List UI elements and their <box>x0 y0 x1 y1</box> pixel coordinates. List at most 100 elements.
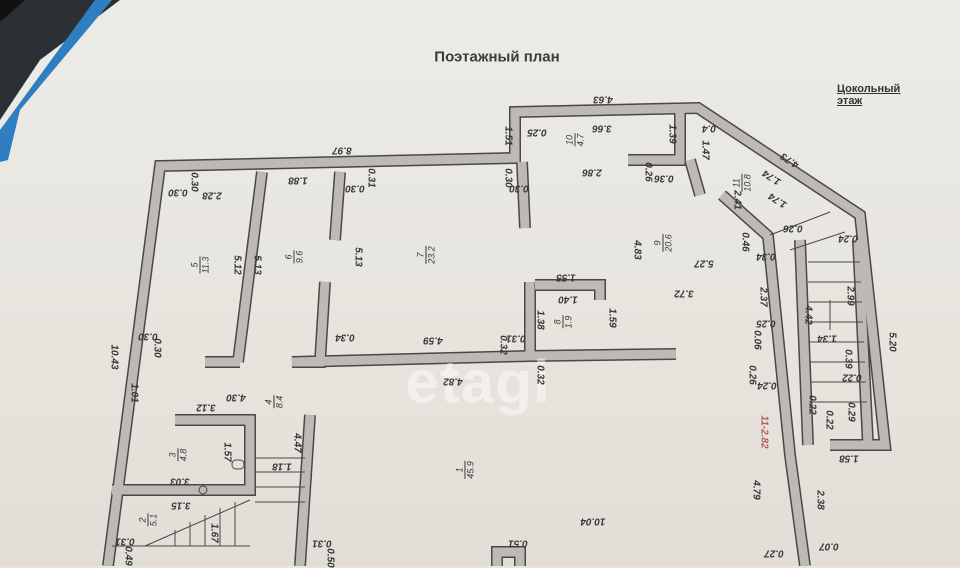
room-number: 8 <box>552 315 564 329</box>
dimension-label: 0.31 <box>365 168 377 188</box>
dimension-label: 0.22 <box>823 410 835 430</box>
dimension-label: 0.24 <box>757 379 777 391</box>
dimension-label: 0.36 <box>654 172 674 184</box>
dimension-label: 4.59 <box>423 334 443 346</box>
dimension-label: 0.27 <box>764 547 784 559</box>
dimension-label: 0.26 <box>783 222 803 234</box>
dimension-label: 1.58 <box>839 452 859 464</box>
dimension-label: 10.43 <box>108 344 120 370</box>
floor-label: Цокольный этаж <box>837 83 901 107</box>
dimension-label: 1.39 <box>666 124 678 144</box>
dimension-label: 4.83 <box>631 240 643 260</box>
dimension-label: 0.06 <box>751 330 763 350</box>
dimension-label: 0.39 <box>842 349 854 369</box>
dimension-label: 0.50 <box>324 548 336 568</box>
room-number: 9 <box>652 234 664 252</box>
room-area: 5.1 <box>148 513 159 527</box>
dimension-label: 0.30 <box>188 172 200 192</box>
room-number: 5 <box>189 256 201 274</box>
dimension-label: 2.37 <box>757 287 769 307</box>
dimension-label: 1.47 <box>699 140 711 160</box>
dimension-label: 2.41 <box>731 190 743 210</box>
dimension-label: 4.82 <box>443 375 463 387</box>
dimension-label: 0.34 <box>756 250 776 262</box>
dimension-label: 1.88 <box>288 174 308 186</box>
dimension-label: 1.59 <box>606 308 618 328</box>
room-area: 9.6 <box>294 250 305 264</box>
room-number: 11 <box>731 174 743 192</box>
dimension-label: 0.29 <box>845 402 857 422</box>
dimension-label: 1.38 <box>534 310 546 330</box>
dimension-label: 2.28 <box>202 189 222 201</box>
dimension-label: 2.99 <box>844 286 856 306</box>
dimension-label: 4.42 <box>802 305 814 325</box>
dimension-label: 0.51 <box>508 537 528 549</box>
blue-stripe <box>0 0 112 162</box>
dimension-label: 2.38 <box>814 490 826 510</box>
dimension-label: 3.03 <box>170 475 190 487</box>
dimension-label: 1.18 <box>272 460 292 472</box>
dimension-label: 0.26 <box>746 365 758 385</box>
room-area: 4.8 <box>178 448 189 462</box>
dimension-label: 1.34 <box>817 332 837 344</box>
room-number: 7 <box>415 246 427 264</box>
room-number: 2 <box>137 513 149 527</box>
room-number: 10 <box>564 133 576 147</box>
dimension-label: 0.30 <box>502 168 514 188</box>
dimension-label: 0.31 <box>115 535 135 547</box>
dimension-label: 1.55 <box>556 271 576 283</box>
dimension-label: 5.27 <box>694 257 714 269</box>
dimension-label: 5.20 <box>886 332 898 352</box>
dimension-label: 3.72 <box>674 287 694 299</box>
dark-corner <box>0 0 25 22</box>
dimension-label: 3.12 <box>196 401 216 413</box>
dimension-label: 0.31 <box>506 332 526 344</box>
room-area: 10.8 <box>742 174 753 192</box>
room-number: 6 <box>283 250 295 264</box>
dimension-label: 3.66 <box>592 122 612 134</box>
room-number: 1 <box>454 461 466 479</box>
room-number: 4 <box>263 395 275 409</box>
dimension-label: 1.51 <box>502 126 514 146</box>
dimension-label: 0.30 <box>168 186 188 198</box>
dimension-label: 0.07 <box>819 540 839 552</box>
room-area: 4.7 <box>575 133 586 147</box>
dimension-label: 1.01 <box>128 383 140 403</box>
dimension-label: 0.24 <box>838 232 858 244</box>
dimension-label: 2.86 <box>582 166 602 178</box>
room-area: 11.3 <box>200 256 211 274</box>
dimension-label: 0.26 <box>642 162 654 182</box>
dimension-label-red: 11-2.82 <box>758 415 770 449</box>
dimension-label: 4.63 <box>593 93 613 105</box>
staircase-right <box>769 211 867 403</box>
dimension-label: 0.34 <box>335 331 355 343</box>
dimension-label: 1.57 <box>221 442 233 462</box>
binder-corner <box>0 0 120 120</box>
dimension-label: 0.25 <box>527 126 547 138</box>
room-area: 8.4 <box>274 395 285 409</box>
watermark: etagi <box>405 348 551 416</box>
dimension-label: 4.47 <box>291 433 303 453</box>
dimension-label: 8.97 <box>332 144 352 156</box>
room-area: 45.9 <box>465 461 476 479</box>
dimension-label: 4.79 <box>750 480 762 500</box>
dimension-label: 0.31 <box>312 537 332 549</box>
room-area: 20.6 <box>663 234 674 252</box>
dimension-label: 1.67 <box>208 523 220 543</box>
dimension-label: 0.46 <box>739 232 751 252</box>
dimension-label: 0.4 <box>702 122 716 134</box>
page-title: Поэтажный план <box>434 48 560 66</box>
dimension-label: 10.04 <box>580 515 606 527</box>
dimension-label: 0.30 <box>151 338 163 358</box>
dimension-label: 3.15 <box>171 499 191 511</box>
dimension-label: 1.40 <box>558 293 578 305</box>
